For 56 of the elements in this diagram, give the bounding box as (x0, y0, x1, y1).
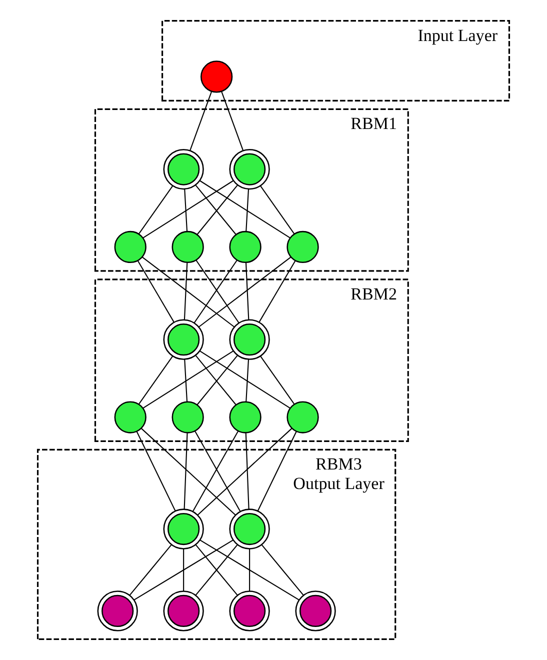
connector (200, 540, 300, 600)
connector (184, 262, 188, 320)
connector (142, 256, 235, 328)
node-circle (286, 401, 319, 434)
node-circle (200, 60, 233, 93)
node-circle (286, 230, 319, 264)
connector (141, 428, 236, 516)
connector (246, 189, 250, 232)
connector (257, 432, 297, 512)
cluster: Input Layer (161, 20, 510, 102)
cluster: RBM1 (94, 108, 409, 272)
connector (184, 189, 188, 232)
connector (183, 549, 184, 592)
connector (142, 350, 234, 409)
node-doublecircle (97, 590, 138, 632)
connector (246, 359, 250, 402)
connector (189, 91, 212, 151)
node-circle (172, 230, 204, 264)
connector (221, 91, 244, 151)
node-doublecircle (229, 590, 270, 632)
node-doublecircle (295, 590, 336, 632)
connector (195, 544, 238, 596)
node-circle (229, 401, 262, 434)
node-circle (114, 401, 146, 434)
connector (129, 544, 172, 596)
connector (245, 262, 250, 320)
cluster: RBM3 Output Layer (36, 448, 396, 640)
node-circle (229, 230, 262, 264)
connector (261, 544, 304, 596)
connector (197, 428, 292, 516)
connector (200, 350, 290, 409)
connector (245, 433, 250, 510)
connector (134, 540, 234, 600)
node-circle (114, 230, 146, 264)
connector (200, 180, 290, 238)
node-doublecircle (163, 590, 204, 632)
connector (258, 260, 296, 322)
connector (142, 180, 234, 238)
connector (137, 260, 174, 322)
node-doublecircle (229, 508, 270, 550)
connector (260, 186, 295, 234)
node-doublecircle (229, 319, 270, 360)
node-circle (172, 401, 204, 434)
node-doublecircle (163, 508, 204, 550)
node-doublecircle (229, 148, 270, 190)
connector (198, 256, 292, 328)
connector (136, 432, 176, 512)
connector (260, 356, 295, 404)
connector (184, 433, 188, 510)
cluster: RBM2 (94, 278, 409, 442)
node-doublecircle (163, 148, 204, 190)
connector (138, 186, 173, 234)
connector (184, 359, 188, 402)
connector (249, 549, 250, 592)
node-doublecircle (163, 319, 204, 360)
connector (138, 356, 173, 404)
